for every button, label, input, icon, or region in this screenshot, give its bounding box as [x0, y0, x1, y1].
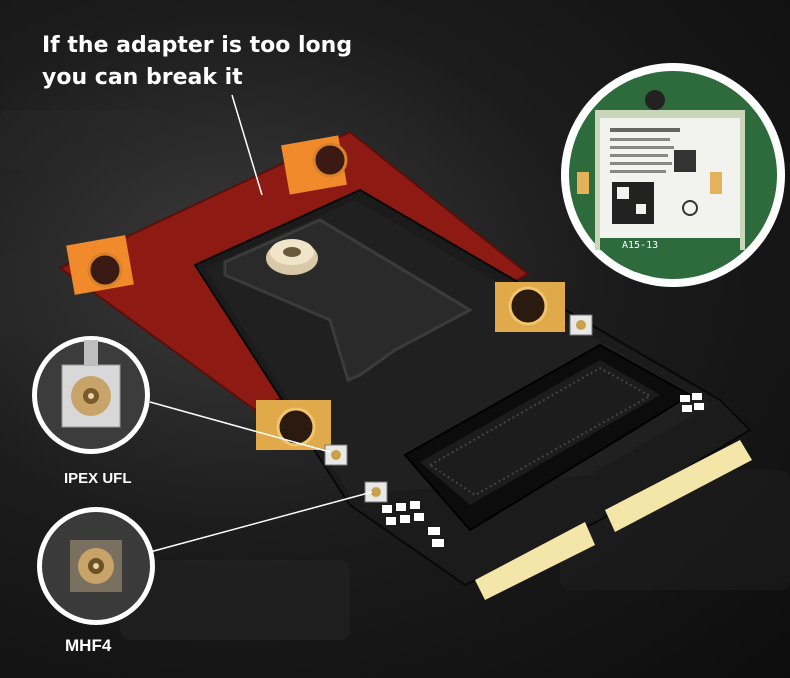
headline-line-2: you can break it [42, 65, 243, 90]
headline: If the adapter is too long you can break… [42, 30, 352, 94]
antenna-connectors [324, 314, 593, 503]
leader-lines [149, 94, 373, 553]
headline-line-1: If the adapter is too long [42, 33, 353, 58]
ufl-connector-callout [32, 336, 150, 454]
ufl-label: IPEX UFL [64, 470, 132, 487]
mhf4-connector-callout [37, 507, 155, 625]
solder-pads [382, 393, 704, 547]
edge-connector [475, 440, 752, 600]
screw-standoff [266, 239, 318, 275]
mounting-pads [66, 135, 565, 450]
m2-slot [403, 343, 692, 532]
mhf4-label: MHF4 [65, 636, 112, 655]
wifi-card-inset [561, 63, 785, 287]
